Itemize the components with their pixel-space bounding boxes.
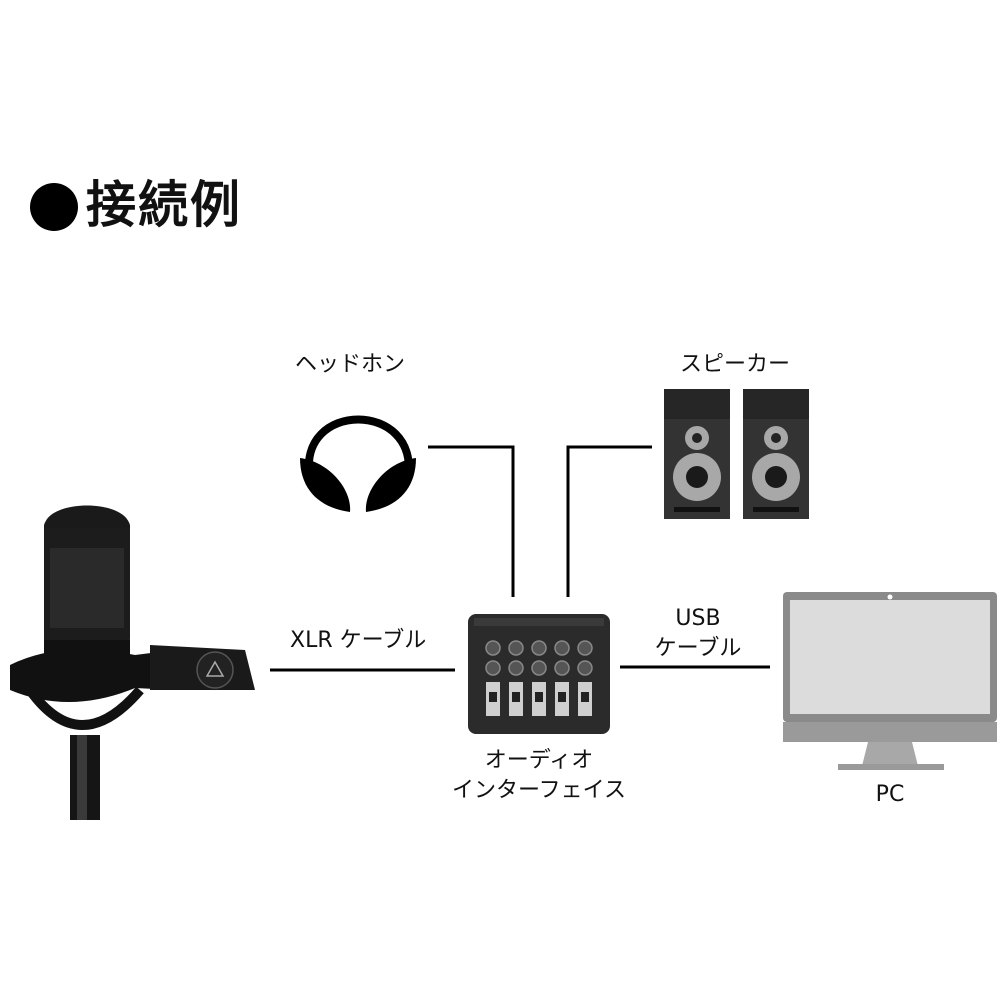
diagram-title: 接続例 xyxy=(30,170,242,240)
speaker-left-icon xyxy=(664,389,730,519)
headphone-cable-line xyxy=(428,445,515,597)
headphones-label: ヘッドホン xyxy=(295,352,406,377)
usb-cable-label-line1: USB xyxy=(675,606,721,631)
bullet-dot-icon xyxy=(30,183,78,231)
headphones-icon xyxy=(300,415,416,512)
connection-lines xyxy=(270,445,770,672)
xlr-cable-label: XLR ケーブル xyxy=(290,628,427,653)
audio-interface-label-line2: インターフェイス xyxy=(451,778,627,803)
title-text: 接続例 xyxy=(86,176,242,234)
audio-interface-label: オーディオ インターフェイス xyxy=(444,746,634,806)
microphone-icon: audio-technica xyxy=(10,505,255,820)
pc-label: PC xyxy=(875,782,905,807)
audio-interface-label-line1: オーディオ xyxy=(484,748,594,773)
speaker-right-icon xyxy=(743,389,809,519)
pc-monitor-icon xyxy=(783,592,997,770)
speaker-cable-line xyxy=(566,445,652,597)
audio-interface-icon xyxy=(468,614,610,734)
speakers-label: スピーカー xyxy=(680,352,791,377)
usb-cable-label: USB ケーブル xyxy=(648,604,748,664)
usb-cable-label-line2: ケーブル xyxy=(654,636,742,661)
